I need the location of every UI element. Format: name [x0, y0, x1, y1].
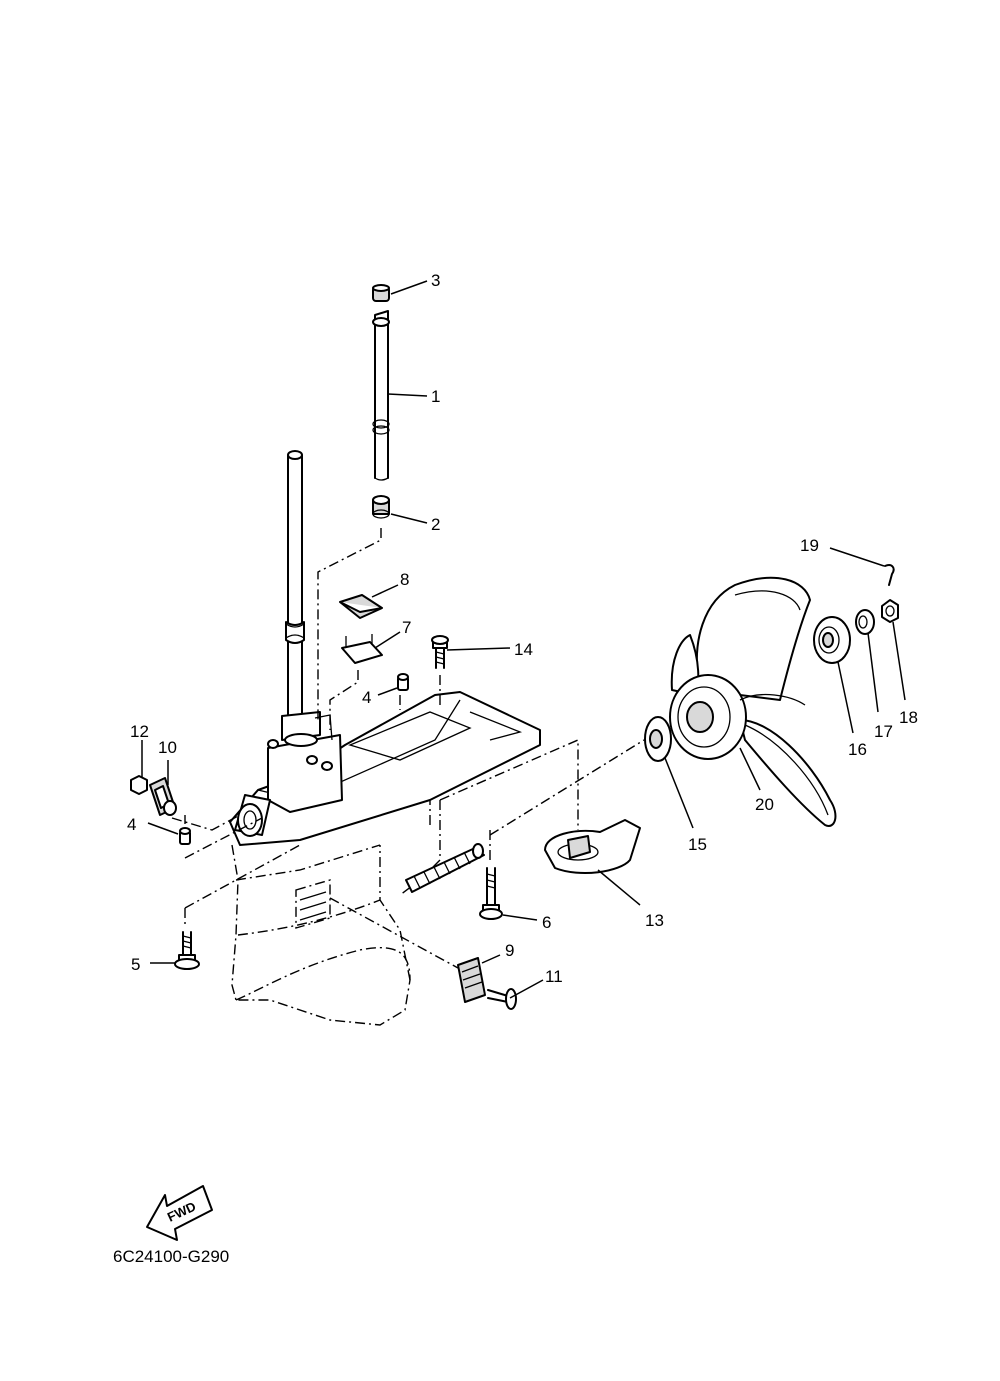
- part-18-nut: [881, 599, 899, 623]
- callout-16: 16: [848, 740, 867, 759]
- leader-lines: [141, 280, 906, 999]
- part-9-anode: [457, 957, 486, 1003]
- callout-15: 15: [688, 835, 707, 854]
- callout-2: 2: [431, 515, 440, 534]
- callout-9: 9: [505, 941, 514, 960]
- callout-20: 20: [755, 795, 774, 814]
- part-8-anode-cover: [339, 594, 383, 619]
- drive-shaft: [285, 450, 305, 739]
- part-4-dowel-pin-upper: [397, 673, 409, 691]
- callout-12: 12: [130, 722, 149, 741]
- callout-6: 6: [542, 913, 551, 932]
- callout-18: 18: [899, 708, 918, 727]
- callout-17: 17: [874, 722, 893, 741]
- lower-case-housing: [229, 691, 541, 1026]
- callout-13: 13: [645, 911, 664, 930]
- callout-14: 14: [514, 640, 533, 659]
- part-12-nut: [130, 775, 148, 795]
- part-14-bolt: [431, 635, 449, 669]
- callout-1: 1: [431, 387, 440, 406]
- callout-8: 8: [400, 570, 409, 589]
- part-4-dowel-pin-lower: [179, 827, 191, 845]
- callout-4-upper: 4: [362, 688, 371, 707]
- part-3-grommet: [372, 284, 390, 302]
- part-20-propeller: [669, 576, 837, 827]
- callout-10: 10: [158, 738, 177, 757]
- part-16-spacer: [813, 616, 851, 664]
- part-5-bolt: [174, 931, 200, 970]
- callout-4-lower: 4: [127, 815, 136, 834]
- part-17-washer: [855, 609, 875, 635]
- callout-19: 19: [800, 536, 819, 555]
- callout-numbers: 3 1 2 8 7 4 14 12 10 4 5 6 9 11 13 15 20…: [127, 271, 918, 986]
- callout-5: 5: [131, 955, 140, 974]
- part-19-cotter-pin: [884, 564, 895, 586]
- callout-11: 11: [545, 967, 563, 986]
- assembly-lines: [171, 528, 645, 969]
- part-13-trim-tab: [544, 819, 641, 874]
- drawing-code: 6C24100-G290: [113, 1247, 229, 1266]
- fwd-arrow-icon: FWD: [146, 1185, 213, 1241]
- part-1-water-tube: [372, 310, 390, 481]
- part-6-bolt: [479, 867, 503, 920]
- callout-7: 7: [402, 618, 411, 637]
- part-10-grommet-plate: [149, 777, 177, 816]
- part-11-screw: [487, 988, 517, 1010]
- part-7-bracket: [341, 634, 383, 664]
- part-15-thrust-washer: [644, 716, 672, 762]
- callout-3: 3: [431, 271, 440, 290]
- part-2-seal: [372, 495, 390, 519]
